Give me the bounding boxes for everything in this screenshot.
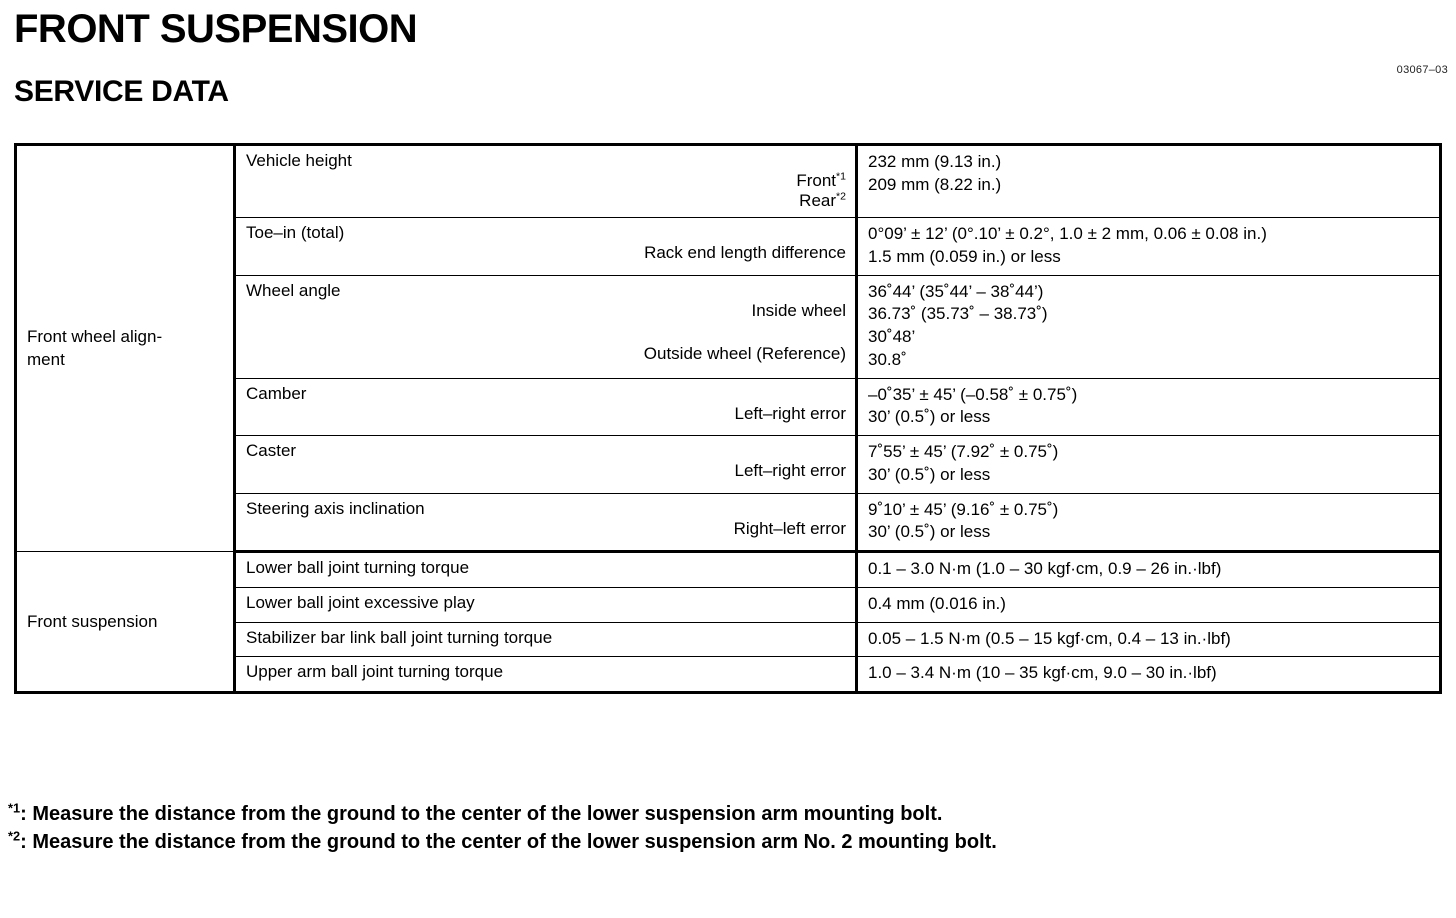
page-title: FRONT SUSPENSION — [14, 7, 418, 51]
value-cell-stabilizer-bar-link-ball-joint-turning-torque: 0.05 – 1.5 N·m (0.5 – 15 kgf·cm, 0.4 – 1… — [856, 621, 1441, 658]
value-line: 232 mm (9.13 in.) — [868, 152, 1002, 171]
item-label: Wheel angle — [246, 280, 341, 300]
item-label: Lower ball joint excessive play — [246, 592, 475, 612]
value-line: –0˚35’ ± 45’ (–0.58˚ ± 0.75˚) — [868, 384, 1078, 404]
value-line: 209 mm (8.22 in.) — [868, 174, 1002, 194]
table-row: Caster Left–right error 7˚55’ ± 45’ (7.9… — [16, 435, 1441, 494]
value-line: 1.0 – 3.4 N·m (10 – 35 kgf·cm, 9.0 – 30 … — [868, 663, 1217, 683]
item-cell-vehicle-height: Vehicle height Front*1 Rear*2 — [234, 144, 858, 218]
value-line: 0.4 mm (0.016 in.) — [868, 593, 1006, 613]
category-label: Front wheel align-ment — [27, 327, 163, 369]
value-cell-vehicle-height: 232 mm (9.13 in.) 209 mm (8.22 in.) — [856, 144, 1441, 218]
footnote-marker-1: *1 — [836, 170, 846, 183]
footnote-marker-1: *1 — [8, 800, 21, 816]
item-sublabel-rack-end-length-difference: Rack end length difference — [644, 243, 846, 262]
item-cell-camber: Camber Left–right error — [234, 377, 858, 437]
item-cell-steering-axis-inclination: Steering axis inclination Right–left err… — [234, 492, 858, 554]
value-line: 30’ (0.5˚) or less — [868, 464, 991, 484]
table-row: Steering axis inclination Right–left err… — [16, 492, 1441, 554]
footnote-2: *2: Measure the distance from the ground… — [8, 828, 1452, 856]
item-sublabel-outside-wheel: Outside wheel (Reference) — [643, 343, 846, 363]
category-label: Front suspension — [27, 611, 158, 631]
item-label: Toe–in (total) — [246, 223, 345, 242]
item-label: Stabilizer bar link ball joint turning t… — [246, 627, 553, 647]
item-sublabel-right-left-error: Right–left error — [733, 518, 846, 538]
category-cell-front-suspension: Front suspension — [15, 551, 236, 694]
footnote-marker-2: *2 — [836, 190, 846, 203]
value-cell-camber: –0˚35’ ± 45’ (–0.58˚ ± 0.75˚) 30’ (0.5˚)… — [856, 377, 1441, 437]
document-code: 03067–03 — [1396, 64, 1448, 76]
item-label: Upper arm ball joint turning torque — [246, 662, 504, 682]
table-row: Front wheel align-ment Vehicle height Fr… — [15, 143, 1441, 553]
value-line: 0.1 – 3.0 N·m (1.0 – 30 kgf·cm, 0.9 – 26… — [868, 559, 1222, 579]
table-row: Lower ball joint excessive play 0.4 mm (… — [16, 586, 1441, 623]
value-line: 30˚48’ — [868, 327, 916, 347]
section-title: SERVICE DATA — [14, 75, 229, 108]
footnote-text: : Measure the distance from the ground t… — [20, 831, 997, 854]
value-cell-wheel-angle: 36˚44’ (35˚44’ – 38˚44’) 36.73˚ (35.73˚ … — [856, 274, 1441, 379]
item-cell-stabilizer-bar-link-ball-joint-turning-torque: Stabilizer bar link ball joint turning t… — [234, 621, 858, 658]
table-row: Upper arm ball joint turning torque 1.0 … — [16, 656, 1441, 694]
item-label: Vehicle height — [246, 151, 352, 170]
value-line: 1.5 mm (0.059 in.) or less — [868, 246, 1061, 266]
category-cell-front-wheel-alignment: Front wheel align-ment — [15, 143, 236, 553]
item-cell-upper-arm-ball-joint-turning-torque: Upper arm ball joint turning torque — [234, 656, 858, 694]
value-cell-steering-axis-inclination: 9˚10’ ± 45’ (9.16˚ ± 0.75˚) 30’ (0.5˚) o… — [856, 492, 1441, 554]
item-label: Camber — [246, 383, 307, 403]
footnote-1: *1: Measure the distance from the ground… — [8, 800, 1452, 828]
value-cell-toe-in: 0°09’ ± 12’ (0°.10’ ± 0.2°, 1.0 ± 2 mm, … — [856, 217, 1441, 276]
value-line: 9˚10’ ± 45’ (9.16˚ ± 0.75˚) — [868, 499, 1059, 519]
value-line: 30.8˚ — [868, 349, 907, 369]
table-row: Toe–in (total) Rack end length differenc… — [16, 217, 1441, 276]
item-cell-caster: Caster Left–right error — [234, 435, 858, 494]
service-data-table: Front wheel align-ment Vehicle height Fr… — [14, 143, 1442, 695]
item-sublabel-inside-wheel: Inside wheel — [751, 300, 846, 320]
table-row: Wheel angle Inside wheel Outside wheel (… — [16, 274, 1441, 379]
value-line: 30’ (0.5˚) or less — [868, 522, 991, 542]
footnotes: *1: Measure the distance from the ground… — [8, 800, 1452, 857]
value-cell-caster: 7˚55’ ± 45’ (7.92˚ ± 0.75˚) 30’ (0.5˚) o… — [856, 435, 1441, 494]
value-line: 36.73˚ (35.73˚ – 38.73˚) — [868, 304, 1048, 324]
item-label: Lower ball joint turning torque — [246, 558, 470, 578]
item-sublabel-left-right-error: Left–right error — [734, 461, 847, 481]
table-row: Camber Left–right error –0˚35’ ± 45’ (–0… — [16, 377, 1441, 437]
item-sublabel-front: Front*1 — [796, 170, 846, 190]
table-row: Stabilizer bar link ball joint turning t… — [16, 621, 1441, 658]
value-cell-lower-ball-joint-excessive-play: 0.4 mm (0.016 in.) — [856, 586, 1441, 623]
value-line: 36˚44’ (35˚44’ – 38˚44’) — [868, 281, 1044, 301]
value-cell-upper-arm-ball-joint-turning-torque: 1.0 – 3.4 N·m (10 – 35 kgf·cm, 9.0 – 30 … — [856, 656, 1441, 694]
item-sublabel-left-right-error: Left–right error — [734, 403, 847, 423]
value-line: 0°09’ ± 12’ (0°.10’ ± 0.2°, 1.0 ± 2 mm, … — [868, 224, 1267, 243]
value-line: 30’ (0.5˚) or less — [868, 407, 991, 427]
item-sublabel-rear: Rear*2 — [799, 190, 846, 210]
item-cell-lower-ball-joint-excessive-play: Lower ball joint excessive play — [234, 586, 858, 623]
footnote-text: : Measure the distance from the ground t… — [20, 803, 943, 825]
table-row: Front suspension Lower ball joint turnin… — [15, 551, 1441, 694]
table-body: Front wheel align-ment Vehicle height Fr… — [15, 143, 1441, 694]
value-line: 7˚55’ ± 45’ (7.92˚ ± 0.75˚) — [868, 442, 1059, 462]
item-cell-lower-ball-joint-turning-torque: Lower ball joint turning torque — [234, 551, 858, 588]
item-cell-wheel-angle: Wheel angle Inside wheel Outside wheel (… — [234, 274, 858, 379]
item-cell-toe-in: Toe–in (total) Rack end length differenc… — [234, 217, 858, 276]
footnote-marker-2: *2 — [8, 828, 21, 844]
layout-spacer — [246, 321, 846, 344]
item-label: Steering axis inclination — [246, 498, 425, 518]
value-line: 0.05 – 1.5 N·m (0.5 – 15 kgf·cm, 0.4 – 1… — [868, 628, 1231, 648]
value-cell-lower-ball-joint-turning-torque: 0.1 – 3.0 N·m (1.0 – 30 kgf·cm, 0.9 – 26… — [856, 551, 1441, 588]
item-label: Caster — [246, 441, 297, 461]
